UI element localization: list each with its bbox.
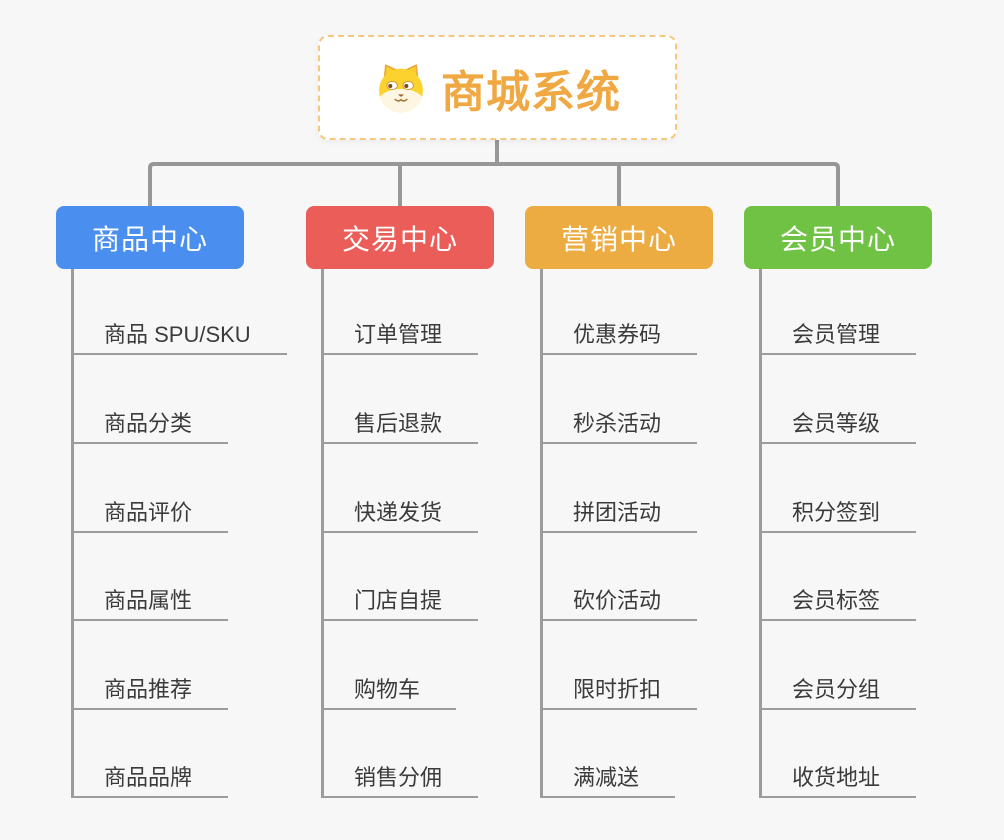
branch-trunk-line <box>71 269 74 799</box>
root-title: 商城系统 <box>441 67 621 117</box>
leaf-item[interactable]: 商品分类 <box>71 406 229 444</box>
leaf-item[interactable]: 订单管理 <box>321 317 479 356</box>
branch-header-product-center[interactable]: 商品中心 <box>56 206 244 269</box>
branch-trunk-line <box>540 269 543 799</box>
leaf-item[interactable]: 商品属性 <box>71 583 229 622</box>
branch-header-member-center[interactable]: 会员中心 <box>744 206 932 269</box>
leaf-item[interactable]: 售后退款 <box>321 406 479 444</box>
branch-header-marketing-center[interactable]: 营销中心 <box>525 206 713 269</box>
branch-trunk-line <box>759 269 762 799</box>
leaf-item[interactable]: 会员管理 <box>759 317 917 356</box>
branch-product-center: 商品中心 商品 SPU/SKU 商品分类商品评价商品属性商品推荐商品品牌 <box>56 206 316 840</box>
branch-marketing-center: 营销中心 优惠券码秒杀活动拼团活动砍价活动限时折扣满减送 <box>525 206 785 840</box>
leaf-item[interactable]: 限时折扣 <box>540 672 698 710</box>
leaf-item[interactable]: 快递发货 <box>321 495 479 533</box>
leaf-item[interactable]: 秒杀活动 <box>540 406 698 444</box>
leaf-item[interactable]: 商品 SPU/SKU <box>71 317 287 356</box>
leaf-item[interactable]: 会员标签 <box>759 583 917 622</box>
leaf-item[interactable]: 会员等级 <box>759 406 917 444</box>
branch-connector-frame <box>148 162 840 209</box>
branch-trade-center: 交易中心 订单管理售后退款快递发货门店自提购物车销售分佣 <box>306 206 566 840</box>
leaf-item[interactable]: 优惠券码 <box>540 317 698 356</box>
leaf-item[interactable]: 砍价活动 <box>540 583 698 622</box>
branch-member-center: 会员中心 会员管理会员等级积分签到会员标签会员分组收货地址 <box>744 206 1004 840</box>
leaf-item[interactable]: 收货地址 <box>759 760 917 799</box>
leaf-item[interactable]: 积分签到 <box>759 495 917 533</box>
leaf-item[interactable]: 商品评价 <box>71 495 229 533</box>
leaf-item[interactable]: 商品推荐 <box>71 672 229 710</box>
leaf-item[interactable]: 满减送 <box>540 760 676 799</box>
leaf-item[interactable]: 购物车 <box>321 672 457 710</box>
branch-trunk-line <box>321 269 324 799</box>
dog-face-icon <box>374 61 428 115</box>
leaf-item[interactable]: 门店自提 <box>321 583 479 622</box>
leaf-item[interactable]: 拼团活动 <box>540 495 698 533</box>
root-node[interactable]: 商城系统 <box>318 35 677 140</box>
leaf-item[interactable]: 会员分组 <box>759 672 917 710</box>
leaf-item[interactable]: 商品品牌 <box>71 760 229 799</box>
leaf-item[interactable]: 销售分佣 <box>321 760 479 799</box>
branch-header-trade-center[interactable]: 交易中心 <box>306 206 494 269</box>
